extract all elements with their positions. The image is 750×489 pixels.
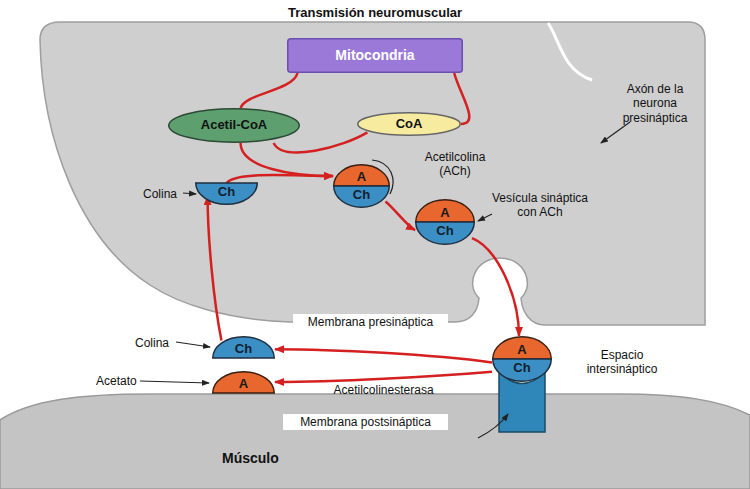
leader-line xyxy=(183,193,196,194)
leader-line xyxy=(478,414,508,438)
callout-label: Colina xyxy=(143,187,193,201)
membrane-label: Membrana presináptica xyxy=(293,314,448,330)
flow-arrow xyxy=(208,196,222,340)
node-text: Ch xyxy=(235,342,252,356)
node-text: A xyxy=(357,170,366,184)
node-text: A xyxy=(517,343,526,357)
flow-arrow xyxy=(241,143,333,176)
leader-line xyxy=(140,381,209,383)
leader-line xyxy=(601,122,630,143)
choline-half: Ch xyxy=(333,186,390,208)
node-outline xyxy=(416,200,475,222)
callout-label: Colina xyxy=(135,336,185,350)
node-outline xyxy=(358,113,461,136)
presynaptic-terminal xyxy=(40,22,705,325)
node-text: Ch xyxy=(218,185,235,199)
choline-half: Ch xyxy=(195,183,258,205)
callout-label: Acetato xyxy=(96,374,156,388)
choline-half: Ch xyxy=(212,336,275,358)
callout-label: Axón de la neurona presináptica xyxy=(615,82,695,125)
acetyl-half: A xyxy=(492,336,552,359)
leader-line xyxy=(478,214,492,221)
diagram-title: Transmisión neuromuscular xyxy=(0,5,750,20)
node-text: CoA xyxy=(396,117,423,131)
tissue-label: Músculo xyxy=(222,450,302,467)
axon-membrane-fold xyxy=(548,23,592,80)
flow-arrow xyxy=(275,372,492,382)
node-outline xyxy=(196,183,258,204)
node-outline xyxy=(169,109,300,143)
node-text: Ch xyxy=(436,224,453,238)
edge-label: Acetilcolinesterasa xyxy=(334,383,434,397)
muscle-fiber xyxy=(0,394,750,489)
flow-arrow xyxy=(275,349,492,362)
molecule-ellipse: Acetil-CoA xyxy=(168,108,300,143)
acetyl-half: A xyxy=(212,371,275,393)
organelle-box: Mitocondria xyxy=(287,38,463,73)
choline-half: Ch xyxy=(492,359,552,382)
flow-arrow xyxy=(472,238,519,336)
node-outline xyxy=(213,337,275,358)
callout-label: Vesícula sináptica con ACh xyxy=(485,191,595,220)
node-outline xyxy=(334,165,390,186)
molecule-ellipse: CoA xyxy=(357,112,461,136)
node-outline xyxy=(213,372,275,393)
callout-label: Espacio intersináptico xyxy=(577,348,667,377)
node-outline xyxy=(493,337,552,359)
leader-line xyxy=(176,342,210,347)
callout-label: Acetilcolina (ACh) xyxy=(415,150,495,179)
node-text: Acetil-CoA xyxy=(201,118,267,132)
node-text: A xyxy=(440,206,449,220)
flow-arrow xyxy=(227,175,334,183)
choline-half: Ch xyxy=(415,222,475,245)
node-outline xyxy=(493,359,552,381)
node-outline xyxy=(416,222,475,244)
node-text: Mitocondria xyxy=(335,48,414,63)
node-outline xyxy=(288,39,463,73)
flow-arrow xyxy=(454,73,469,124)
node-text: Ch xyxy=(513,361,530,375)
node-text: A xyxy=(239,377,248,391)
flow-arrow xyxy=(241,73,298,108)
flow-arrow xyxy=(385,201,415,230)
membrane-label: Membrana postsináptica xyxy=(283,414,448,430)
node-text: Ch xyxy=(353,188,370,202)
acetyl-half: A xyxy=(415,199,475,222)
node-outline xyxy=(334,186,390,207)
acetyl-half: A xyxy=(333,164,390,186)
